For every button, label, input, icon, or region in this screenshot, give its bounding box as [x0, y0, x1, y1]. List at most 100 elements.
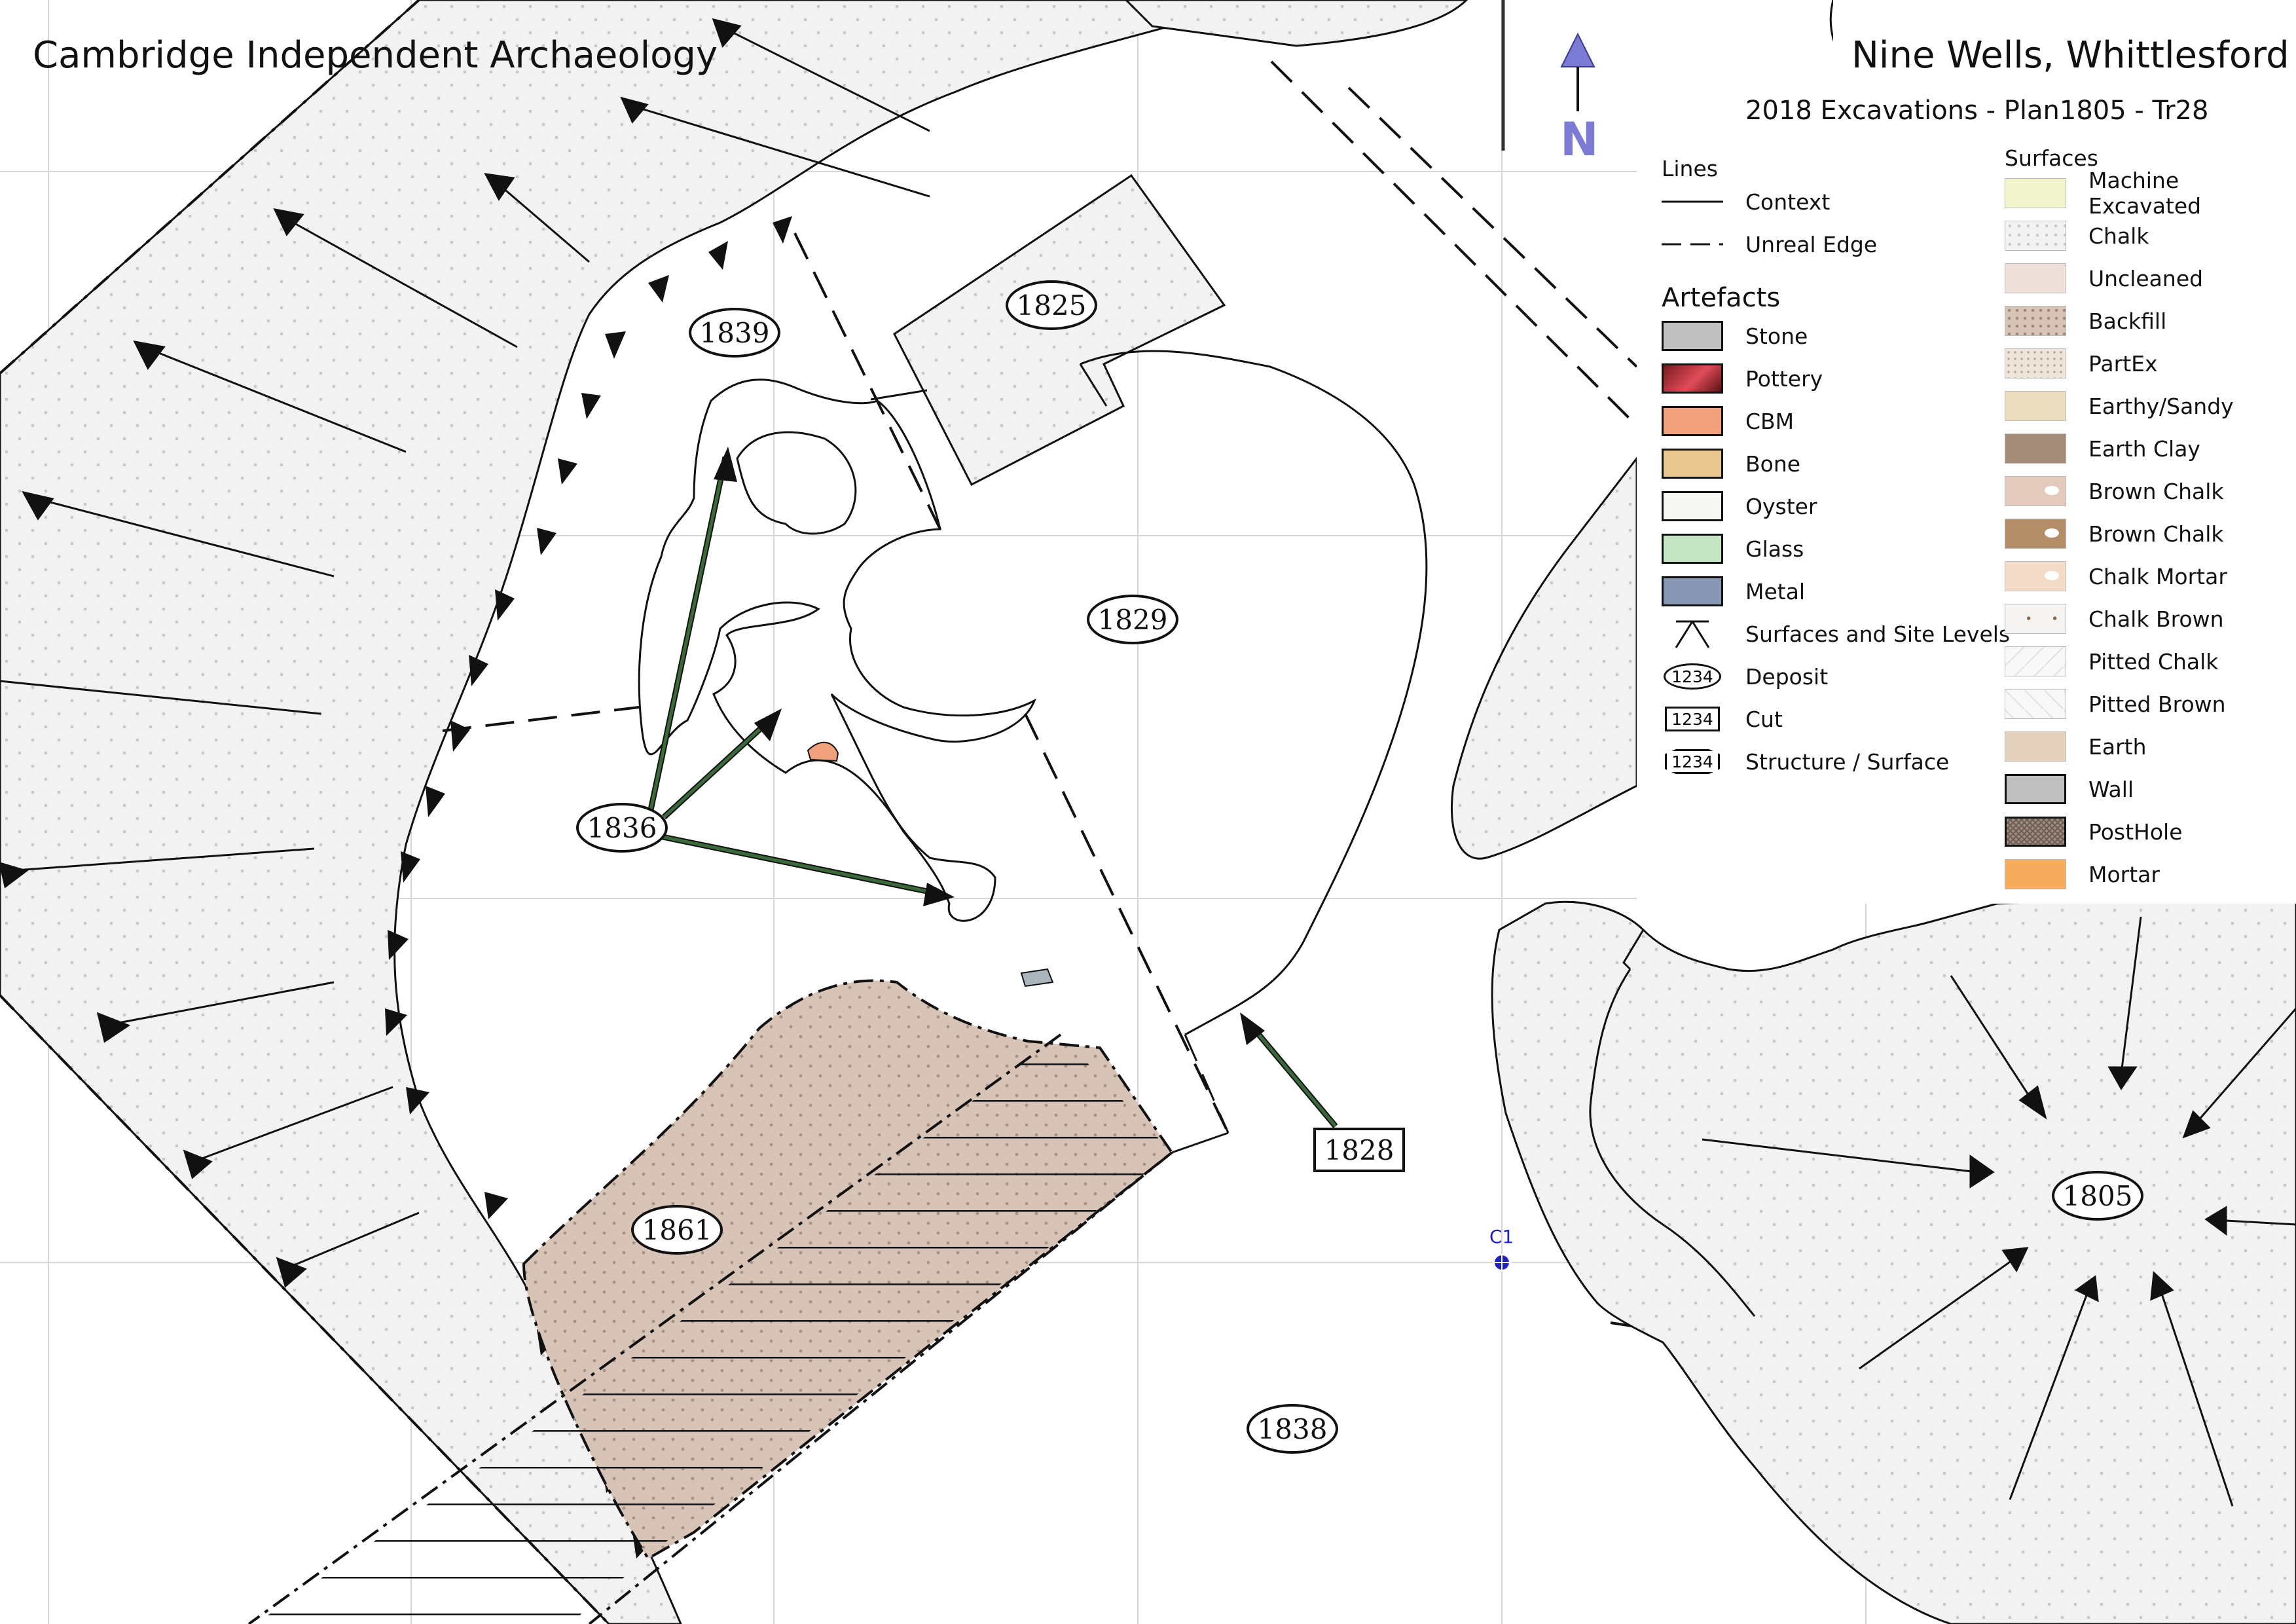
surface-swatch — [2005, 817, 2066, 847]
legend-surface-label: Machine Excavated — [2088, 168, 2202, 219]
legend-artefacts-heading: Artefacts — [1662, 283, 1781, 313]
artefact-swatch — [1662, 576, 1723, 606]
dashed-line-icon — [1662, 229, 1723, 259]
legend-surface-row: Chalk Mortar — [2005, 560, 2227, 593]
structure-symbol-icon: 1234 — [1662, 747, 1723, 777]
stone-fragment — [1020, 968, 1054, 987]
context-1829-outline — [1080, 350, 1428, 1036]
site-title: Nine Wells, Whittlesford — [1851, 34, 2289, 77]
legend-surface-row: Wall — [2005, 773, 2134, 805]
inclusion-mark — [2045, 486, 2059, 495]
legend-surface-label: Pitted Brown — [2088, 691, 2226, 717]
legend-surface-label: Earth Clay — [2088, 435, 2200, 462]
legend-artefact-label: Metal — [1745, 578, 1806, 604]
legend-surface-label: PartEx — [2088, 350, 2158, 377]
cut-symbol-text: 1234 — [1665, 707, 1720, 731]
artefact-swatch — [1662, 491, 1723, 521]
legend-surface-label: Chalk Mortar — [2088, 563, 2227, 589]
deposit-symbol-text: 1234 — [1664, 663, 1721, 690]
context-label-1861: 1861 — [631, 1205, 723, 1255]
legend-surface-row: Earth Clay — [2005, 432, 2200, 465]
structure-symbol-text: 1234 — [1665, 749, 1720, 774]
legend-artefact-row: 1234 Cut — [1662, 703, 1783, 735]
surface-swatch — [2005, 263, 2066, 293]
legend-surface-row: PostHole — [2005, 815, 2183, 848]
north-label: N — [1560, 113, 1599, 166]
legend-surface-label: Wall — [2088, 776, 2134, 802]
north-arrow-icon — [1560, 32, 1595, 111]
legend-artefact-label: Oyster — [1745, 493, 1817, 519]
surface-swatch — [2005, 731, 2066, 762]
context-label-1825: 1825 — [1006, 280, 1097, 330]
unreal-edge-west — [0, 0, 420, 375]
legend-panel — [1637, 79, 2296, 904]
legend-surface-label: Brown Chalk — [2088, 478, 2224, 504]
surface-swatch — [2005, 689, 2066, 719]
legend-surface-label: Uncleaned — [2088, 265, 2204, 291]
surface-swatch — [2005, 178, 2066, 208]
legend-surface-label: Brown Chalk — [2088, 521, 2224, 547]
surface-swatch — [2005, 348, 2066, 378]
level-marker-icon — [1662, 619, 1723, 649]
legend-surface-row: Earthy/Sandy — [2005, 390, 2234, 422]
legend-surface-label: Backfill — [2088, 308, 2167, 334]
context-label-1829: 1829 — [1087, 595, 1178, 644]
cbm-sherd — [807, 741, 839, 762]
legend-surface-row: Chalk — [2005, 219, 2149, 252]
slope-lines-east — [1702, 916, 2296, 1507]
surface-swatch — [2005, 859, 2066, 889]
surface-swatch — [2005, 306, 2066, 336]
solid-line-icon — [1662, 187, 1723, 217]
legend-artefact-label: Surfaces and Site Levels — [1745, 621, 2011, 647]
context-label-1839: 1839 — [689, 308, 780, 358]
legend-artefact-row: Pottery — [1662, 362, 1823, 395]
legend-surface-row: Uncleaned — [2005, 262, 2203, 295]
context-label-1836: 1836 — [576, 803, 668, 853]
legend-artefact-label: Cut — [1745, 706, 1783, 732]
legend-line-context: Context — [1662, 185, 1830, 218]
cut-symbol-icon: 1234 — [1662, 704, 1723, 734]
surface-swatch — [2005, 519, 2066, 549]
legend-surface-label: Mortar — [2088, 861, 2160, 887]
legend-surface-row: Earth — [2005, 730, 2147, 763]
legend-artefact-row: Stone — [1662, 320, 1808, 352]
context-label-1838: 1838 — [1247, 1404, 1338, 1454]
plan-title: 2018 Excavations - Plan1805 - Tr28 — [1745, 96, 2209, 126]
organisation-title: Cambridge Independent Archaeology — [33, 34, 718, 77]
legend-artefact-label: Stone — [1745, 323, 1808, 349]
legend-surface-row: Brown Chalk — [2005, 517, 2224, 550]
surface-swatch — [2005, 604, 2066, 634]
legend-surfaces-heading: Surfaces — [2005, 145, 2098, 171]
slope-lines-west — [0, 18, 930, 1288]
legend-surface-row: Mortar — [2005, 858, 2160, 891]
legend-surface-label: Chalk — [2088, 223, 2149, 249]
legend-artefact-row: Metal — [1662, 575, 1805, 608]
surface-swatch — [2005, 221, 2066, 251]
context-1836-outline — [638, 378, 1036, 922]
surface-swatch — [2005, 774, 2066, 804]
context-label-1828: 1828 — [1313, 1128, 1405, 1172]
artefact-swatch — [1662, 321, 1723, 351]
legend-line-unreal-edge: Unreal Edge — [1662, 228, 1877, 261]
context-label-1805: 1805 — [2052, 1171, 2143, 1221]
legend-artefact-row: Oyster — [1662, 490, 1817, 523]
surface-swatch — [2005, 391, 2066, 421]
survey-point-label: C1 — [1489, 1226, 1514, 1247]
legend-surface-label: PostHole — [2088, 819, 2183, 845]
surface-swatch — [2005, 476, 2066, 506]
surface-swatch — [2005, 561, 2066, 591]
legend-surface-row: Pitted Brown — [2005, 688, 2226, 720]
legend-surface-label: Earthy/Sandy — [2088, 393, 2234, 419]
context-leader-arrows — [646, 456, 1338, 1128]
context-1825-outline — [893, 174, 1226, 487]
legend-artefact-row: Surfaces and Site Levels — [1662, 618, 2010, 650]
legend-surface-row: Pitted Chalk — [2005, 645, 2218, 678]
artefact-swatch — [1662, 406, 1723, 436]
artefact-swatch — [1662, 534, 1723, 564]
legend-artefact-label: Structure / Surface — [1745, 748, 1950, 775]
deposit-symbol-icon: 1234 — [1662, 661, 1723, 692]
legend-artefact-label: Glass — [1745, 536, 1804, 562]
